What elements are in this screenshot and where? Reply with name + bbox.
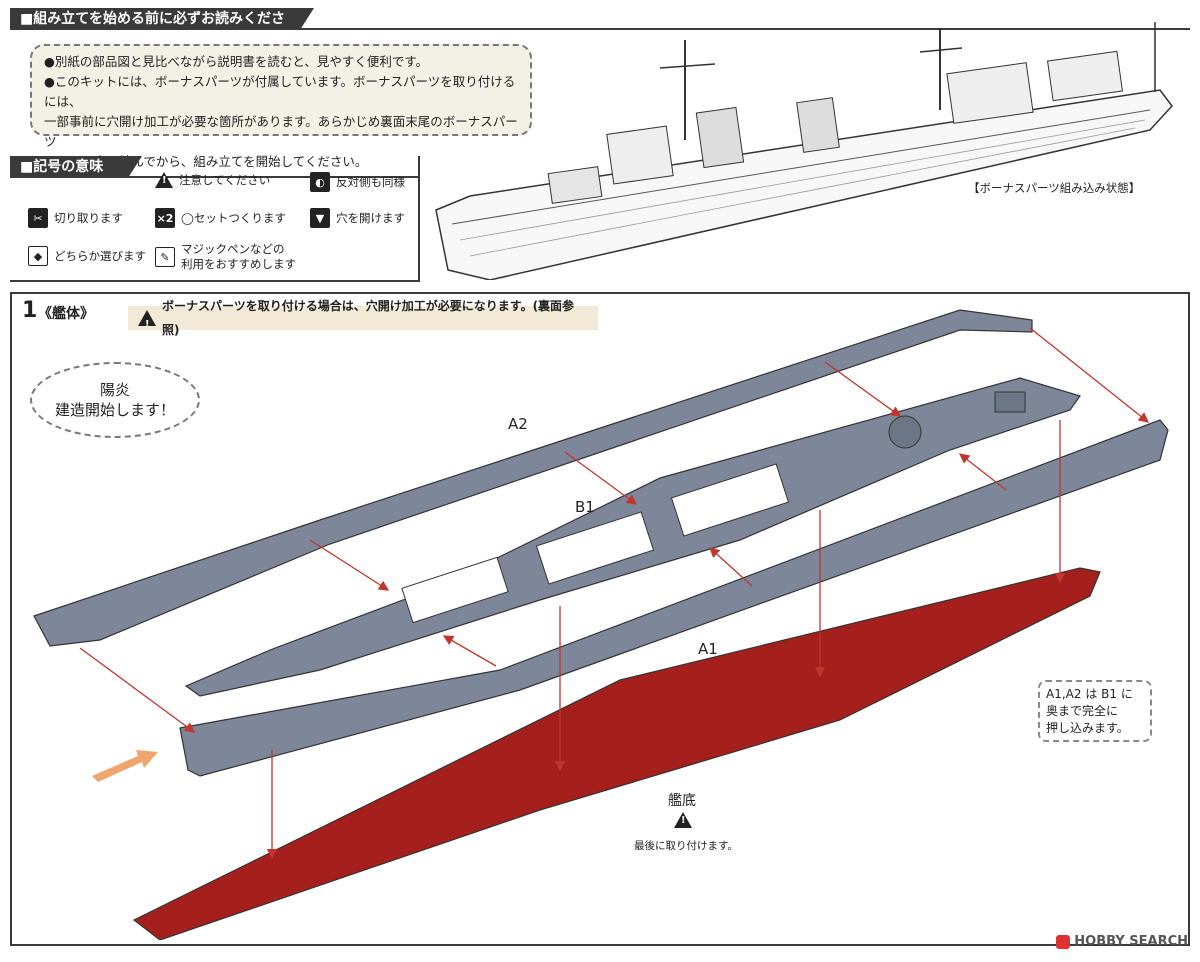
step-number: 1 bbox=[22, 298, 38, 323]
press-note-line: A1,A2 は B1 に bbox=[1046, 687, 1133, 701]
watermark: HOBBY SEARCH bbox=[1056, 934, 1188, 949]
speech-bubble: 陽炎 建造開始します！ bbox=[30, 362, 200, 438]
drill-icon: ▼ bbox=[310, 208, 330, 228]
symbol-cut: ✂ 切り取ります bbox=[28, 208, 123, 228]
step-title: 《艦体》 bbox=[38, 306, 94, 322]
assembly-arrow bbox=[79, 647, 196, 733]
caution-icon bbox=[138, 310, 156, 337]
hull-bottom-note: 最後に取り付けます。 bbox=[634, 840, 738, 852]
symbol-cut-label: 切り取ります bbox=[54, 211, 123, 225]
symbols-rule bbox=[10, 176, 420, 178]
symbol-caution: 注意してください bbox=[155, 172, 270, 188]
assembly-arrow bbox=[309, 539, 390, 591]
symbols-frame bbox=[10, 156, 420, 282]
set-count-icon: ×2 bbox=[155, 208, 175, 228]
completed-ship-illustration bbox=[435, 22, 1173, 280]
assembly-arrow bbox=[564, 451, 638, 505]
step-1-frame bbox=[10, 292, 1190, 946]
label-a2: A2 bbox=[508, 415, 528, 433]
pen-icon: ✎ bbox=[155, 247, 175, 267]
assembly-arrow bbox=[1029, 327, 1150, 423]
note-line: ●別紙の部品図と見比べながら説明書を読むと、見やすく便利です。 bbox=[44, 54, 429, 69]
press-note-line: 奥まで完全に bbox=[1046, 704, 1119, 718]
symbol-drill: ▼ 穴を開けます bbox=[310, 208, 405, 228]
symbol-drill-label: 穴を開けます bbox=[336, 211, 405, 225]
symbol-pen-label: マジックペンなどの 利用をおすすめします bbox=[181, 242, 296, 272]
symbol-caution-label: 注意してください bbox=[179, 173, 271, 187]
part-a2 bbox=[33, 309, 1033, 647]
label-hull-bottom: 艦底 bbox=[668, 793, 696, 809]
hull-assembly-diagram bbox=[33, 309, 1169, 940]
pen-line-2: 利用をおすすめします bbox=[181, 257, 296, 271]
label-b1: B1 bbox=[575, 498, 595, 516]
symbol-choose: ◆ どちらか選びます bbox=[28, 246, 146, 266]
symbol-mirror: ◐ 反対側も同様 bbox=[310, 172, 405, 192]
mirror-icon: ◐ bbox=[310, 172, 330, 192]
symbol-choose-label: どちらか選びます bbox=[54, 249, 146, 263]
part-a1 bbox=[179, 419, 1169, 777]
cut-icon: ✂ bbox=[28, 208, 48, 228]
choose-icon: ◆ bbox=[28, 246, 48, 266]
symbol-set: ×2 ◯セットつくります bbox=[155, 208, 286, 228]
symbol-mirror-label: 反対側も同様 bbox=[336, 175, 405, 189]
assembly-arrow bbox=[709, 547, 753, 587]
caution-icon bbox=[674, 812, 692, 828]
hull-bottom-caution bbox=[674, 812, 692, 832]
section-header-precautions: ■組み立てを始める前に必ずお読みください bbox=[10, 8, 314, 49]
step-warning: ボーナスパーツを取り付ける場合は、穴開け加工が必要になります。(裏面参照) bbox=[128, 299, 598, 337]
assembly-arrow bbox=[442, 635, 497, 667]
press-note-line: 押し込みます。 bbox=[1046, 721, 1129, 735]
step-warning-text: ボーナスパーツを取り付ける場合は、穴開け加工が必要になります。(裏面参照) bbox=[162, 299, 575, 337]
pen-line-1: マジックペンなどの bbox=[181, 242, 285, 256]
bubble-line-2: 建造開始します！ bbox=[54, 401, 175, 419]
note-line: 一部事前に穴開け加工が必要な箇所があります。あらかじめ裏面末尾のボーナスパーツ bbox=[44, 114, 518, 149]
press-note: A1,A2 は B1 に 奥まで完全に 押し込みます。 bbox=[1038, 680, 1152, 742]
header-rule bbox=[10, 28, 1190, 30]
bubble-line-1: 陽炎 bbox=[99, 381, 130, 399]
symbol-set-label: ◯セットつくります bbox=[181, 211, 286, 225]
ship-caption: 【ボーナスパーツ組み込み状態】 bbox=[968, 181, 1141, 195]
section-header-symbols: ■記号の意味 bbox=[10, 156, 142, 178]
caution-icon bbox=[155, 172, 173, 188]
assembly-arrow bbox=[824, 361, 902, 417]
watermark-logo-icon bbox=[1056, 934, 1071, 949]
bow-direction-arrow bbox=[92, 750, 158, 782]
label-a1: A1 bbox=[698, 640, 718, 658]
part-hull-bottom bbox=[132, 567, 1101, 940]
watermark-text: HOBBY SEARCH bbox=[1074, 934, 1188, 949]
assembly-arrow bbox=[958, 453, 1007, 491]
symbol-pen: ✎ マジックペンなどの 利用をおすすめします bbox=[155, 242, 296, 272]
note-line: ●このキットには、ボーナスパーツが付属しています。ボーナスパーツを取り付けるには… bbox=[44, 74, 516, 109]
